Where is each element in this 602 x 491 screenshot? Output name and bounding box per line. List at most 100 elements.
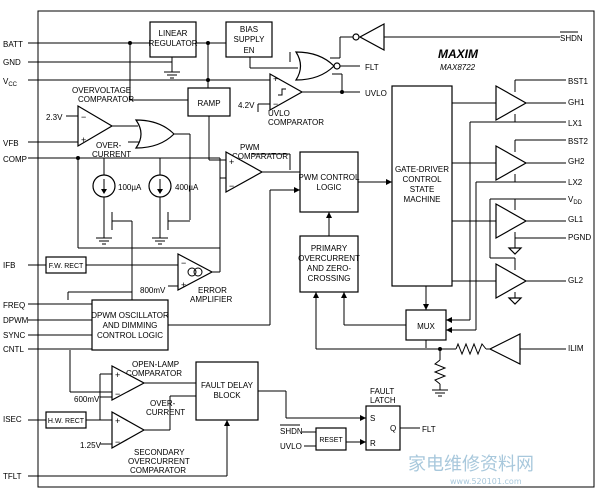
flt-output-label: FLT [365, 63, 379, 72]
pin-bst2: BST2 [568, 137, 589, 146]
pwm-comparator [225, 150, 264, 194]
open-lamp-comparator-label: OPEN-LAMP [132, 360, 179, 369]
svg-text:+: + [115, 416, 120, 426]
svg-text:EN: EN [243, 46, 254, 55]
svg-text:PRIMARY: PRIMARY [311, 244, 348, 253]
pin-batt: BATT [3, 40, 23, 49]
overvoltage-comparator-label: OVERVOLTAGE [72, 86, 131, 95]
svg-text:SUPPLY: SUPPLY [234, 35, 266, 44]
svg-text:STATE: STATE [410, 185, 435, 194]
mv800-label: 800mV [140, 286, 166, 295]
pin-vfb: VFB [3, 139, 19, 148]
svg-text:DPWM OSCILLATOR: DPWM OSCILLATOR [91, 311, 169, 320]
pin-cntl: CNTL [3, 345, 24, 354]
i400-label: 400µA [175, 183, 199, 192]
pin-gnd: GND [3, 58, 21, 67]
uvlo-comparator [269, 72, 304, 112]
svg-text:MUX: MUX [417, 322, 435, 331]
chip-outline [37, 10, 595, 488]
svg-text:F.W. RECT: F.W. RECT [49, 263, 84, 270]
uvlo-output-label: UVLO [365, 89, 387, 98]
svg-text:GATE-DRIVER: GATE-DRIVER [395, 165, 449, 174]
pin-vdd: VDD [568, 195, 583, 206]
fault-latch-label: FAULT [370, 387, 394, 396]
pin-gh1: GH1 [568, 98, 585, 107]
overcurrent-or-gate [134, 119, 175, 149]
svg-text:RESET: RESET [319, 437, 343, 444]
svg-text:OVERCURRENT: OVERCURRENT [128, 457, 190, 466]
svg-text:PWM CONTROL: PWM CONTROL [299, 173, 360, 182]
pin-sync: SYNC [3, 331, 25, 340]
svg-text:CONTROL LOGIC: CONTROL LOGIC [97, 331, 163, 340]
uvlo-comparator-label: UVLO [268, 109, 290, 118]
linear-regulator-block [149, 21, 197, 58]
uvlo-nor-gate [294, 51, 335, 81]
svg-text:CROSSING: CROSSING [308, 274, 351, 283]
pin-gl2: GL2 [568, 276, 584, 285]
gate-driver-state-machine [391, 85, 453, 287]
pin-freq: FREQ [3, 301, 25, 310]
v2-3-label: 2.3V [46, 113, 63, 122]
pwm-control-logic-block [299, 151, 359, 213]
ilim-resistor [455, 342, 487, 356]
svg-text:OVER-: OVER- [96, 141, 122, 150]
pin-shdn: SHDN [560, 34, 583, 43]
svg-text:LATCH: LATCH [370, 396, 396, 405]
watermark-text: 家电维修资料网 [408, 454, 534, 475]
pin-gl1: GL1 [568, 215, 584, 224]
uvlo-input-label: UVLO [280, 442, 302, 451]
svg-text:BLOCK: BLOCK [213, 391, 241, 400]
pwm-comparator-label: PWM [240, 143, 260, 152]
ilim-divider-resistor [433, 359, 447, 385]
svg-text:−: − [273, 99, 278, 109]
pin-ifb: IFB [3, 261, 15, 270]
svg-text:+: + [273, 74, 278, 84]
pin-lx1: LX1 [568, 119, 583, 128]
watermark-url: www.520101.com [450, 477, 522, 486]
svg-text:+: + [115, 370, 120, 380]
svg-text:+: + [81, 135, 86, 145]
error-amplifier [177, 253, 214, 291]
svg-text:COMPARATOR: COMPARATOR [232, 152, 288, 161]
svg-text:LOGIC: LOGIC [317, 183, 342, 192]
primary-overcurrent-block [299, 235, 359, 293]
svg-text:FAULT DELAY: FAULT DELAY [201, 381, 254, 390]
svg-text:BIAS: BIAS [240, 25, 258, 34]
v1-25-label: 1.25V [80, 441, 102, 450]
svg-text:AND ZERO-: AND ZERO- [307, 264, 351, 273]
svg-text:R: R [370, 439, 376, 448]
overvoltage-comparator [77, 104, 114, 148]
svg-text:−: − [229, 181, 234, 191]
fault-delay-block [195, 361, 259, 421]
svg-text:COMPARATOR: COMPARATOR [78, 95, 134, 104]
maxim-logo: MAXIM [438, 47, 479, 61]
mv600-label: 600mV [74, 395, 100, 404]
svg-text:COMPARATOR: COMPARATOR [268, 118, 324, 127]
svg-text:+: + [181, 280, 186, 290]
svg-text:−: − [115, 389, 120, 399]
i100-label: 100µA [118, 183, 142, 192]
svg-text:LINEAR: LINEAR [159, 29, 188, 38]
svg-text:AND DIMMING: AND DIMMING [103, 321, 158, 330]
flt-latch-output-label: FLT [422, 425, 436, 434]
error-amplifier-label: ERROR [198, 286, 227, 295]
pin-lx2: LX2 [568, 178, 583, 187]
gl2-driver [495, 262, 528, 300]
svg-text:−: − [81, 112, 86, 122]
svg-text:COMPARATOR: COMPARATOR [126, 369, 182, 378]
pin-dpwm: DPWM [3, 316, 29, 325]
svg-text:−: − [115, 437, 120, 447]
v4-2-label: 4.2V [238, 101, 255, 110]
svg-text:OVERCURRENT: OVERCURRENT [298, 254, 360, 263]
svg-text:CURRENT: CURRENT [92, 150, 131, 159]
fault-latch-block [365, 405, 401, 451]
pin-isec: ISEC [3, 415, 22, 424]
gh2-driver [495, 144, 528, 182]
shdn-inverter [358, 22, 385, 52]
pin-pgnd: PGND [568, 233, 591, 242]
svg-text:CONTROL: CONTROL [402, 175, 442, 184]
secondary-overcurrent-comparator [111, 410, 146, 450]
reset-block [315, 427, 347, 451]
svg-text:S: S [370, 414, 375, 423]
